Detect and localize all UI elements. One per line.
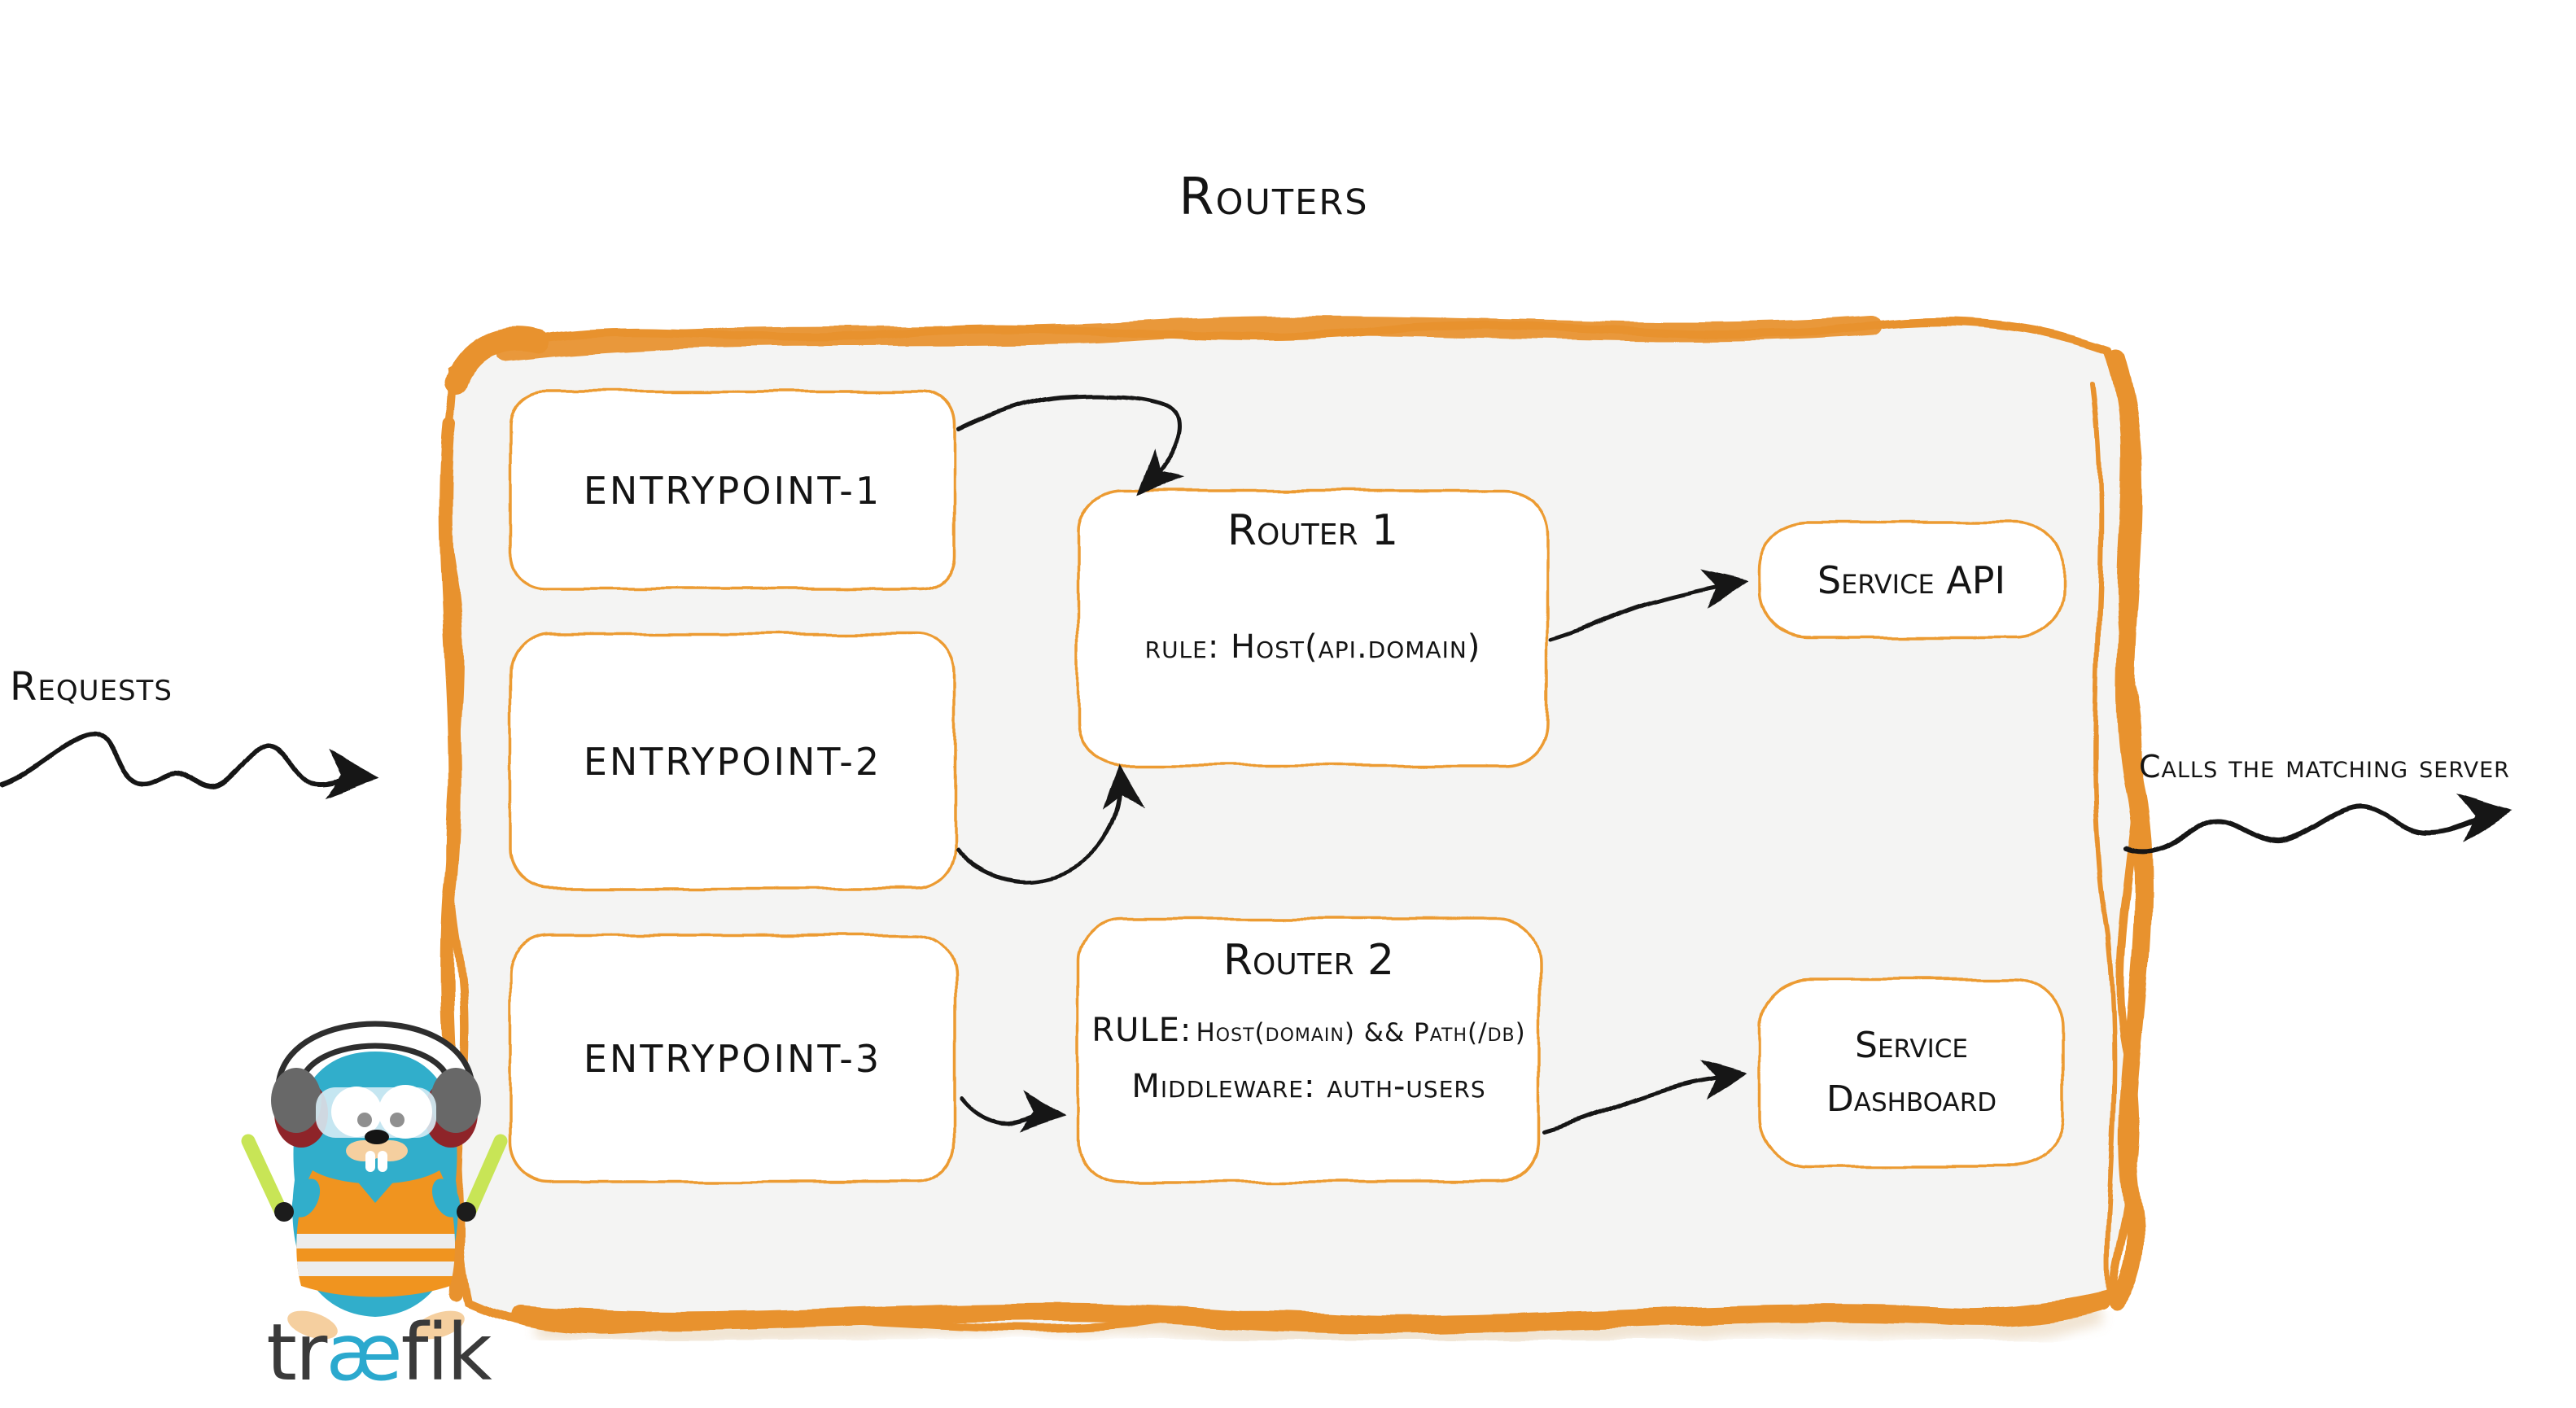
traefik-mascot	[241, 1021, 508, 1340]
entrypoint3-to-router2-arrow	[960, 1091, 1067, 1132]
entrypoint-1-label: entrypoint-1	[583, 468, 882, 513]
headphone-band	[282, 1026, 469, 1091]
entrypoint1-to-router1-arrow	[956, 393, 1183, 496]
service-dashboard-box	[1758, 977, 2065, 1168]
entrypoint-2-box	[509, 632, 956, 890]
container-brush-right	[2107, 349, 2153, 1311]
container-brush-corner	[444, 327, 550, 394]
service-dashboard-label: Service Dashboard	[1760, 979, 2063, 1166]
arm-right	[431, 1178, 461, 1218]
router-2-box	[1077, 917, 1541, 1183]
calls-arrow	[2123, 794, 2513, 855]
pupil-left	[357, 1113, 372, 1127]
router-2-rule: RULE: Host(domain) && Path(/db)	[1078, 1012, 1539, 1049]
tooth-left	[365, 1151, 375, 1172]
traefik-wordmark: træfik	[228, 1307, 529, 1398]
vest-stripe-bottom	[296, 1262, 456, 1276]
calls-matching-server-label: Calls the matching server	[2139, 749, 2510, 785]
vest-neck	[355, 1178, 396, 1203]
entrypoint-2-label: entrypoint-2	[583, 739, 882, 784]
wordmark-fik: fik	[400, 1307, 492, 1398]
requests-label: Requests	[10, 664, 173, 710]
router-2-rule-label: RULE:	[1091, 1012, 1192, 1049]
requests-arrow	[1, 731, 380, 799]
tooth-right	[378, 1151, 387, 1172]
mascot-nose	[365, 1130, 389, 1144]
mascot-foot-right	[414, 1310, 465, 1340]
earcup-right	[431, 1068, 481, 1133]
container-shadow	[536, 1305, 2103, 1347]
eye-right	[378, 1085, 432, 1139]
router-1-title: Router 1	[1227, 506, 1399, 555]
mascot-foot-left	[287, 1310, 338, 1340]
wordmark-ae: æ	[326, 1307, 402, 1398]
diagram-title: Routers	[1179, 167, 1369, 226]
service-api-label: Service API	[1817, 558, 2006, 602]
entrypoint-3-box	[509, 934, 956, 1183]
router1-to-service-api-arrow	[1549, 569, 1749, 642]
entrypoint2-to-router1-arrow	[955, 764, 1145, 884]
eye-left	[331, 1087, 382, 1137]
container-brush-bottom	[512, 1293, 2109, 1334]
baton-right	[463, 1134, 508, 1217]
hand-right	[457, 1202, 476, 1222]
vest-stripe-top	[296, 1234, 456, 1248]
router-2-title: Router 2	[1222, 936, 1395, 985]
container-brush-top	[495, 316, 1882, 361]
baton-left	[241, 1134, 287, 1217]
router-2-middleware: Middleware: auth-users	[1131, 1068, 1486, 1105]
entrypoint-3-label: entrypoint-3	[583, 1036, 882, 1081]
router-2-rule-value: Host(domain) && Path(/db)	[1196, 1018, 1526, 1047]
router-1-box	[1077, 489, 1549, 767]
arrows	[1, 393, 2513, 1134]
node-boxes	[509, 390, 2065, 1183]
arm-left	[291, 1178, 321, 1218]
pupil-right	[390, 1113, 405, 1127]
entrypoint-1-box	[509, 390, 956, 591]
router-1-rule: rule: Host(api.domain)	[1144, 628, 1481, 666]
router2-to-service-dashboard-arrow	[1542, 1059, 1747, 1134]
earcup-left	[271, 1068, 321, 1133]
hand-left	[274, 1202, 294, 1222]
service-dashboard-text: Service Dashboard	[1826, 1025, 1997, 1120]
service-api-box	[1758, 521, 2065, 639]
wordmark-tr: tr	[266, 1307, 327, 1398]
container-seam-right	[2091, 380, 2117, 1295]
